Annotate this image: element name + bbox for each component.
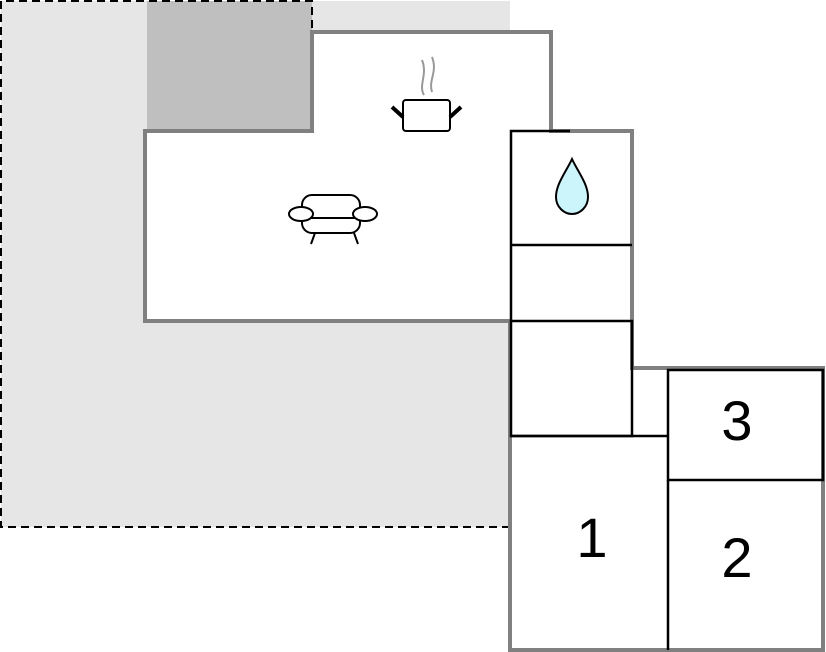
interior-walls [509, 129, 825, 650]
room-label-3: 3 [721, 389, 752, 452]
sofa-icon [288, 194, 378, 245]
room-label-1: 1 [576, 506, 607, 569]
terrace-outline [0, 0, 510, 528]
covered-terrace-area [147, 1, 312, 131]
kitchen-pot-icon [390, 56, 463, 132]
water-drop-icon [554, 156, 590, 216]
room-label-2: 2 [721, 526, 752, 589]
